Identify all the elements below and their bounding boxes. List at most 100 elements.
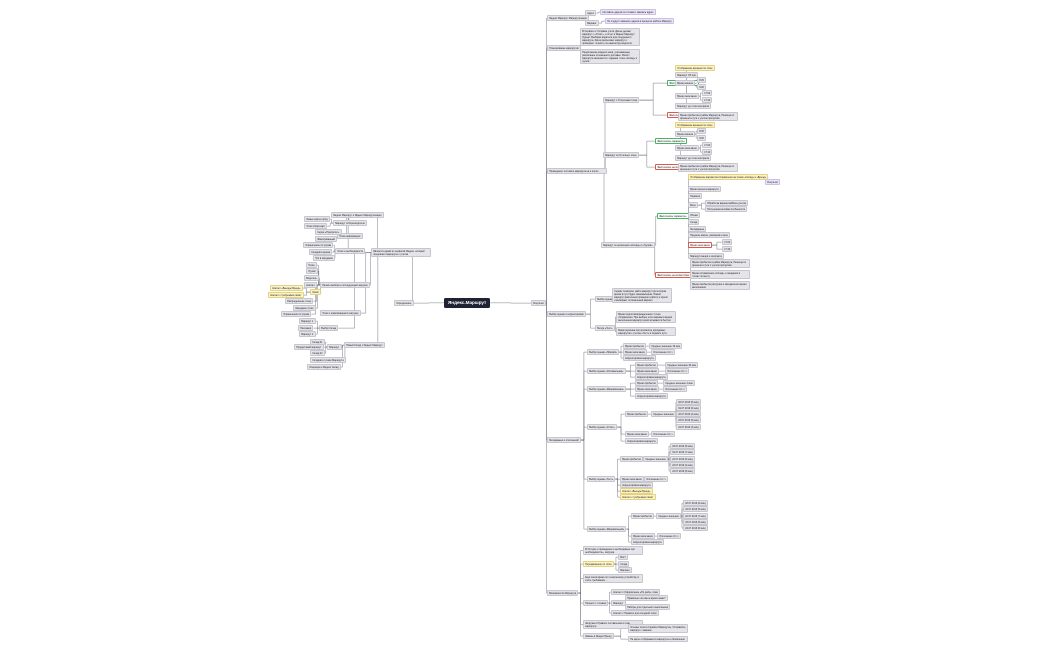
mindmap-node[interactable]: Новый Склад с Яндекс Маршрут — [344, 342, 385, 349]
mindmap-node[interactable]: Правила — [688, 193, 703, 200]
mindmap-node[interactable]: Время окончания — [631, 533, 655, 540]
mindmap-node[interactable]: Распределение точек — [285, 298, 314, 305]
mindmap-node[interactable]: Маршрут — [327, 344, 342, 351]
mindmap-node[interactable]: Время прибытия — [631, 513, 655, 520]
mindmap-node[interactable]: Наборы для отдельного выполнения — [625, 604, 671, 611]
mindmap-node[interactable]: Продуктовый маршрут — [294, 344, 324, 351]
mindmap-node[interactable]: Результат — [531, 300, 547, 307]
mindmap-node[interactable]: Маршрут до точки контракта — [675, 103, 712, 110]
mindmap-node[interactable]: Склад 02 — [310, 350, 325, 357]
mindmap-node[interactable]: Фактические несоответствия — [655, 272, 692, 279]
mindmap-node[interactable]: Бэкап мужчина при просмотре доходимых ма… — [616, 327, 676, 337]
mindmap-node[interactable]: 24.07.2019 (5 мин) — [670, 468, 695, 475]
mindmap-node[interactable]: Маршрут из нескольких «Склад» и «Грузов» — [601, 242, 655, 249]
mindmap-node[interactable]: Яндекс.Маршрут Маршрутизация — [547, 15, 589, 22]
mindmap-node[interactable]: Маршрут до точки контракта — [675, 155, 712, 162]
mindmap-node[interactable]: 17:40 — [702, 149, 713, 156]
mindmap-node[interactable]: Результат — [765, 179, 781, 186]
mindmap-node[interactable]: Отклонение 0,1 ч — [651, 431, 675, 438]
mindmap-node[interactable]: Метаданных и отклонений — [547, 437, 581, 444]
mindmap-node[interactable]: В Сервисе и Отправке учёта. Далее делают… — [580, 28, 640, 47]
mindmap-node[interactable]: Ещё поиск время по техническому устройст… — [583, 574, 643, 584]
mindmap-node[interactable]: Передвижение по точке — [583, 561, 614, 568]
mindmap-node[interactable]: Выбор Склад — [319, 325, 339, 332]
mindmap-node[interactable]: Фиксированный — [315, 236, 338, 243]
mindmap-node[interactable]: Точка — [306, 262, 317, 269]
mindmap-node[interactable]: 22.07.2019 (7 мин) — [683, 513, 708, 520]
mindmap-node[interactable]: Обработка вариантов/Веса учетом — [705, 200, 749, 207]
mindmap-node[interactable]: Контакт с Правило для исходной точки — [611, 610, 659, 617]
mindmap-node[interactable]: Время прибытия в район Маршрута, Разница… — [690, 259, 750, 269]
mindmap-node[interactable]: 19.07.2019 (6 мин) — [676, 405, 701, 412]
mindmap-node[interactable]: Маршрутизация и контракта — [688, 253, 724, 260]
mindmap-node[interactable]: Пределы массы, размеров и веса — [688, 232, 730, 239]
mindmap-node[interactable]: Отображение времени по точке — [675, 65, 715, 72]
mindmap-node[interactable]: 23.07.2019 (5 мин) — [676, 417, 701, 424]
mindmap-node[interactable]: Контакт — [304, 282, 317, 289]
mindmap-node[interactable]: Время начала — [675, 131, 696, 138]
mindmap-node[interactable]: Отклонение 0,1 ч — [644, 476, 668, 483]
mindmap-node[interactable]: Время прибытия — [635, 362, 659, 369]
mindmap-node[interactable]: Маршрут 2 — [299, 331, 316, 338]
mindmap-node[interactable]: 9:00 — [697, 135, 707, 142]
mindmap-node[interactable]: Время прибытия разгрузки и ожидания во в… — [690, 281, 750, 291]
mindmap-node[interactable]: Серии «Приоритет» — [315, 229, 342, 236]
mindmap-node[interactable]: Время окончания — [623, 349, 647, 356]
mindmap-node[interactable]: Корректировка маршрута — [635, 374, 668, 381]
mindmap-node[interactable]: В Отпуске и проведении и необходимые при… — [583, 546, 643, 556]
mindmap-node[interactable]: Выбор оценки «Минимальная» — [587, 386, 626, 393]
mindmap-node[interactable]: 23.07.2019 (5 мин) — [683, 519, 708, 526]
mindmap-node[interactable]: 17:00 — [702, 142, 713, 149]
mindmap-node[interactable]: Точка информации — [337, 233, 363, 240]
mindmap-node[interactable]: Отзывы точки в Сервисе Маршрута», Отправ… — [628, 624, 688, 634]
mindmap-node[interactable]: Пассажир — [298, 325, 314, 332]
mindmap-node[interactable]: 18.07.2019 (5 мин) — [670, 443, 695, 450]
mindmap-node[interactable]: Время прибытия — [620, 456, 644, 463]
mindmap-node[interactable]: 23.07.2019 (4 мин) — [670, 462, 695, 469]
mindmap-node[interactable]: Процесс с точками — [583, 600, 609, 607]
mindmap-node[interactable]: Вариант — [585, 20, 599, 27]
mindmap-node[interactable]: Составить адреса по точкам и заказать ад… — [600, 9, 656, 16]
mindmap-node[interactable]: Фактические параметры — [657, 213, 689, 220]
mindmap-node[interactable]: Маршрут из Отчетных точек — [603, 152, 639, 159]
mindmap-node[interactable]: Контакт с Оформление «По рейс» точки — [611, 589, 661, 596]
mindmap-node[interactable]: Продолжение каждого шага, учитывающее ра… — [580, 49, 640, 65]
mindmap-node[interactable]: Среднее значение 19 мин — [649, 343, 683, 350]
mindmap-node[interactable]: Фактические параметры — [655, 138, 687, 145]
mindmap-node[interactable]: Корректировка маршрута — [623, 355, 656, 362]
mindmap-node[interactable]: Выбор оценки «Тест» — [587, 476, 616, 483]
mindmap-node[interactable]: Правильно ли иметь время заказ? — [625, 595, 668, 602]
mindmap-node[interactable]: Время окончания — [675, 93, 699, 100]
mindmap-node[interactable]: Веса — [688, 202, 698, 209]
mindmap-node[interactable]: Отклонение 0,1 ч — [657, 533, 681, 540]
mindmap-node[interactable]: Время окончания — [625, 431, 649, 438]
mindmap-node[interactable]: Ограничение по грузам — [303, 242, 334, 249]
mindmap-node[interactable]: Время прибытия в район Маршрута, Разница… — [678, 112, 738, 122]
mindmap-node[interactable]: Контакт «Выезды Бренд» — [270, 285, 303, 292]
mindmap-node[interactable]: Время начала — [675, 80, 696, 87]
mindmap-node[interactable]: Время окончания — [688, 242, 712, 249]
mindmap-node[interactable]: Время окончания — [675, 145, 699, 152]
mindmap-node[interactable]: 8:45 — [697, 77, 707, 84]
mindmap-node[interactable]: 24.07.2019 (3 мин) — [676, 424, 701, 431]
mindmap-node[interactable]: Отклонение 0,1 ч — [665, 368, 689, 375]
mindmap-node[interactable]: 19.07.2019 (5 мин) — [683, 506, 708, 513]
mindmap-node[interactable]: Время отправления «Склад» и ожидания в т… — [690, 270, 750, 280]
mindmap-node[interactable]: Время подготовки/разделения с точки отпр… — [616, 311, 676, 324]
mindmap-node[interactable]: 18.07.2019 (6 мин) — [683, 500, 708, 507]
mindmap-node[interactable]: Маршрут Об при — [675, 72, 699, 79]
mindmap-node[interactable]: Тип в ожидании — [313, 255, 335, 262]
mindmap-node[interactable]: Корректировка маршрута — [620, 482, 653, 489]
mindmap-node[interactable]: 17:00 — [702, 90, 713, 97]
mindmap-node[interactable]: Время прибытия — [635, 380, 659, 387]
mindmap-node[interactable]: Водитель — [304, 275, 319, 282]
mindmap-node[interactable]: Отображение времени по точке — [675, 122, 715, 129]
mindmap-node[interactable]: Полученная весовая особенности — [705, 206, 748, 213]
mindmap-node[interactable]: Время расчета маршрута — [688, 186, 721, 193]
mindmap-node[interactable]: Точки и необходимости — [335, 248, 366, 255]
mindmap-node[interactable]: Маршрут — [611, 600, 626, 607]
mindmap-node[interactable]: 22.07.2019 (4 мин) — [676, 411, 701, 418]
mindmap-node[interactable]: 22.07.2019 (6 мин) — [670, 456, 695, 463]
mindmap-node[interactable]: Не следует заменить адреса в процессе ра… — [605, 18, 675, 25]
